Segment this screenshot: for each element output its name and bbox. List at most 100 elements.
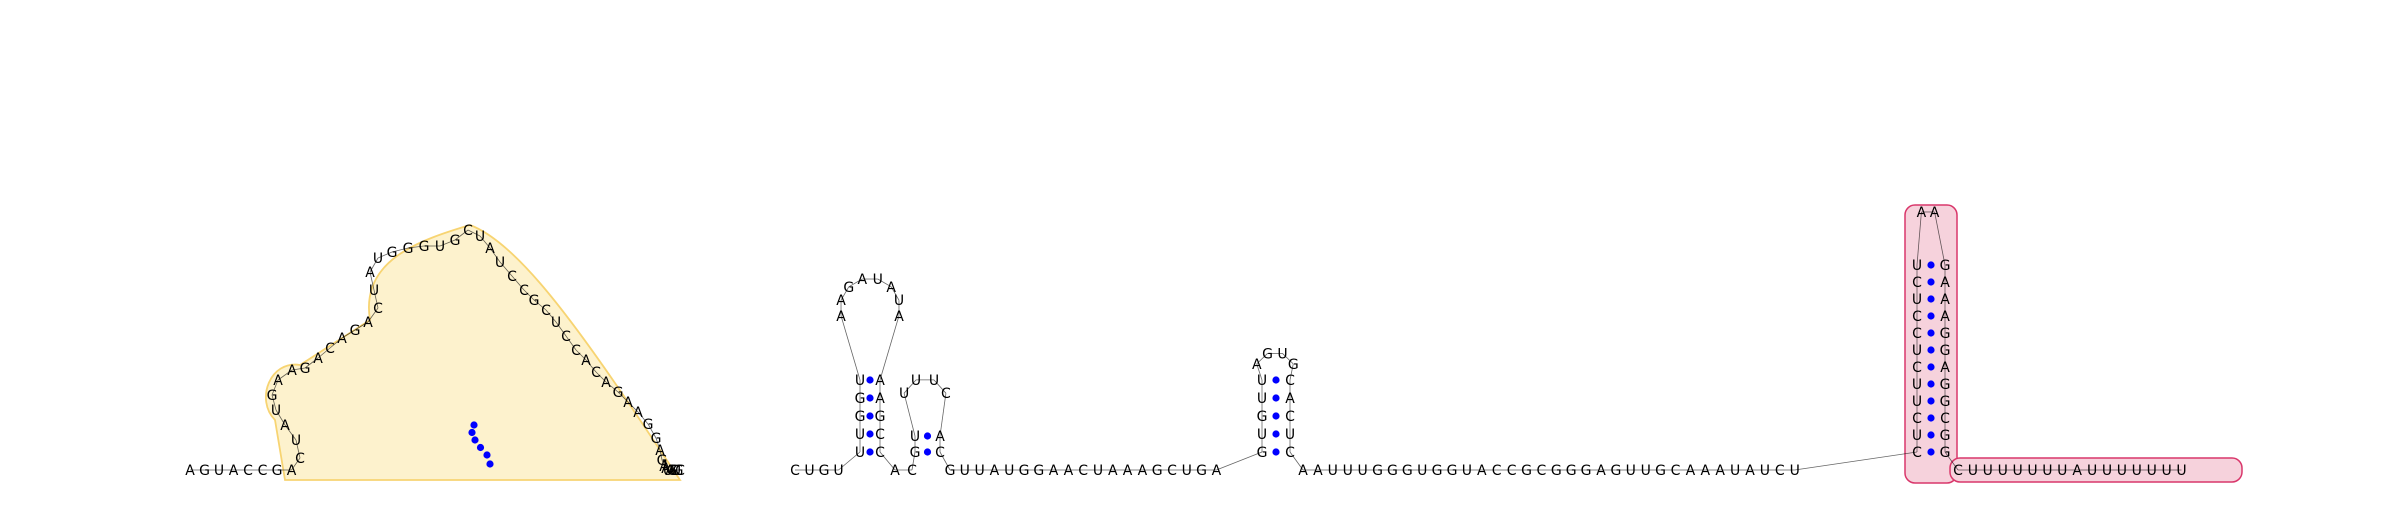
nucleotide: A	[890, 463, 900, 479]
nucleotide: U	[671, 463, 681, 479]
backbone-segment	[1916, 211, 1922, 266]
backbone-segment	[1216, 451, 1263, 471]
nucleotide: G	[643, 417, 654, 433]
nucleotide: A	[655, 443, 665, 459]
nucleotide: A	[363, 315, 373, 331]
nucleotide: U	[1343, 463, 1353, 479]
nucleotide: G	[667, 463, 678, 479]
nucleotide: A	[935, 429, 945, 445]
nucleotide: G	[350, 323, 361, 339]
nucleotide: G	[1196, 463, 1207, 479]
nucleotide: A	[886, 280, 896, 296]
nucleotide: U	[1912, 343, 1922, 359]
nucleotide: C	[1507, 463, 1517, 479]
nucleotide: A	[365, 265, 375, 281]
nucleotide: U	[1277, 346, 1287, 362]
backbone-segment	[665, 467, 669, 471]
backbone-segment	[627, 401, 639, 413]
nucleotide: C	[935, 445, 945, 461]
backbone-segment	[655, 437, 661, 451]
nucleotide: G	[855, 391, 866, 407]
nucleotide: U	[214, 463, 224, 479]
backbone-segment	[439, 239, 456, 247]
nucleotide: G	[673, 463, 684, 479]
nucleotide: U	[911, 373, 921, 389]
backbone-segment	[911, 451, 916, 471]
nucleotide: U	[1004, 463, 1014, 479]
nucleotide: A	[1138, 463, 1148, 479]
nucleotide: U	[833, 463, 843, 479]
backbone-segment	[903, 393, 916, 437]
backbone-segment	[933, 379, 947, 394]
nucleotide: A	[875, 391, 885, 407]
nucleotide: G	[1581, 463, 1592, 479]
backbone-segment	[271, 379, 279, 396]
nucleotide: G	[1447, 463, 1458, 479]
nucleotide: A	[1252, 357, 1262, 373]
backbone-segment	[354, 321, 369, 331]
backbone-segment	[511, 275, 525, 291]
nucleotide: G	[1402, 463, 1413, 479]
nucleotide: G	[1551, 463, 1562, 479]
nucleotide: G	[1940, 258, 1951, 274]
nucleotide: A	[601, 375, 611, 391]
backbone-segment	[367, 307, 379, 323]
nucleotide: C	[669, 463, 679, 479]
backbone-segment	[271, 394, 277, 411]
nucleotide: A	[1745, 463, 1755, 479]
nucleotide: C	[1167, 463, 1177, 479]
nucleotide: C	[1953, 463, 1963, 479]
nucleotide: A	[273, 373, 283, 389]
backbone-segment	[605, 381, 619, 393]
backbone-segment	[545, 309, 557, 323]
backbone-segment	[291, 457, 301, 471]
nucleotide: A	[1940, 275, 1950, 291]
nucleotide: U	[1257, 373, 1267, 389]
nucleotide: U	[929, 373, 939, 389]
backbone-segment	[304, 357, 319, 369]
nucleotide: G	[1257, 445, 1268, 461]
nucleotide: G	[819, 463, 830, 479]
nucleotide: G	[657, 453, 668, 469]
nucleotide: C	[941, 386, 951, 402]
nucleotide: G	[1257, 409, 1268, 425]
nucleotide: C	[875, 427, 885, 443]
nucleotide: A	[1715, 463, 1725, 479]
nucleotide: A	[894, 309, 904, 325]
nucleotide: A	[836, 293, 846, 309]
backbone-segment	[890, 286, 900, 301]
base-pair-dot	[1927, 312, 1935, 320]
nucleotide: G	[1521, 463, 1532, 479]
nucleotide: G	[403, 241, 414, 257]
nucleotide: C	[1912, 326, 1922, 342]
nucleotide: G	[1288, 357, 1299, 373]
backbone-segment	[647, 423, 657, 439]
nucleotide: A	[2072, 463, 2082, 479]
nucleotide: G	[910, 445, 921, 461]
backbone-segment	[659, 449, 663, 461]
backbone-segment	[523, 289, 535, 301]
nucleotide: U	[2147, 463, 2157, 479]
nucleotide: U	[1912, 377, 1922, 393]
backbone-segment	[565, 335, 577, 351]
hairpin5-highlight	[1904, 204, 1958, 484]
nucleotide: C	[1671, 463, 1681, 479]
nucleotide: G	[613, 385, 624, 401]
nucleotide: A	[1477, 463, 1487, 479]
nucleotide: C	[1912, 360, 1922, 376]
base-pair-dot	[483, 451, 491, 459]
backbone-segment	[939, 451, 951, 471]
nucleotide: U	[1968, 463, 1978, 479]
nucleotide: G	[1372, 463, 1383, 479]
nucleotide: G	[199, 463, 210, 479]
nucleotide: U	[2161, 463, 2171, 479]
nucleotide: A	[1313, 463, 1323, 479]
base-pair-dot	[866, 430, 874, 438]
nucleotide: A	[1596, 463, 1606, 479]
nucleotide: C	[507, 269, 517, 285]
nucleotide: U	[1626, 463, 1636, 479]
nucleotide: U	[1912, 292, 1922, 308]
nucleotide: G	[1655, 463, 1666, 479]
nucleotide: U	[1912, 394, 1922, 410]
nucleotide: U	[2117, 463, 2127, 479]
